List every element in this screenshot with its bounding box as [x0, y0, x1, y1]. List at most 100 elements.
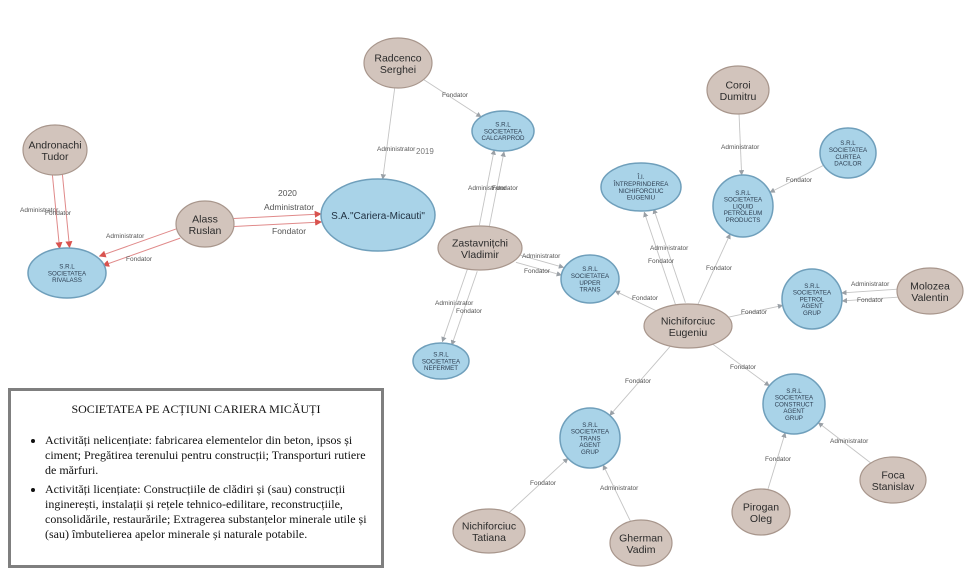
- edge-nichiforciuc_e-trans-fondator: Fondator: [609, 345, 671, 416]
- edge-label-administrator: Administrator: [721, 144, 760, 151]
- edge-label-administrator: Administrator: [264, 202, 314, 212]
- edge-label-fondator: Fondator: [272, 226, 306, 236]
- node-shape: [762, 373, 826, 435]
- edge-label-administrator: Administrator: [650, 245, 689, 252]
- edge-line: [51, 175, 63, 250]
- edge-label-administrator: Administrator: [851, 281, 890, 288]
- node-shape: [600, 162, 682, 212]
- edge-molozea-petrol-administrator: Administrator: [841, 281, 898, 304]
- edge-nichiforciuc_t-trans-fondator: Fondator: [508, 457, 569, 514]
- node-shape: [320, 178, 436, 252]
- node-shape: [781, 268, 843, 330]
- edge-zastavnitchi-upper-fondator: Fondator: [515, 261, 562, 277]
- node-shape: [609, 519, 673, 567]
- edge-label-administrator: Administrator: [377, 146, 416, 153]
- edge-label-administrator: Administrator: [20, 207, 59, 214]
- node-shape: [437, 225, 523, 271]
- edge-line: [380, 87, 396, 180]
- edge-line: [441, 267, 469, 343]
- edge-line: [515, 261, 562, 277]
- edge-radcenco-calcarprod-fondator: Fondator: [423, 79, 482, 118]
- edge-label-fondator: Fondator: [45, 210, 72, 217]
- list-item-licensed: Activități licențiate: Construcțiile de …: [45, 482, 367, 542]
- node-shape: [559, 407, 621, 469]
- edge-label-fondator: Fondator: [706, 265, 733, 272]
- edge-label-administrator: Administrator: [830, 438, 869, 445]
- edge-line: [423, 79, 482, 118]
- edge-label-fondator: Fondator: [857, 297, 884, 304]
- edge-label-fondator: Fondator: [741, 309, 768, 316]
- edge-label-fondator: Fondator: [765, 456, 792, 463]
- node-label: S.A."Cariera-Micauti": [331, 211, 425, 222]
- node-shape: [819, 127, 877, 179]
- edge-zastavnitchi-calcarprod-fondator: Fondator: [488, 151, 519, 228]
- edge-line: [817, 422, 872, 464]
- node-shape: [412, 342, 470, 380]
- edge-label-fondator: Fondator: [442, 92, 469, 99]
- year-note-2019: 2019: [416, 147, 434, 156]
- edge-andronachi-rivalass-fondator: Fondator: [45, 175, 72, 250]
- node-shape: [560, 254, 620, 304]
- edge-coroi-liquid-administrator: Administrator: [721, 113, 760, 176]
- node-shape: [712, 174, 774, 238]
- edge-line: [602, 464, 631, 522]
- edge-zastavnitchi-upper-administrator: Administrator: [517, 253, 565, 269]
- info-box: SOCIETATEA PE ACȚIUNI CARIERA MICĂUȚI Ac…: [8, 388, 384, 568]
- edge-line: [767, 432, 787, 490]
- node-carieramicauti[interactable]: S.A."Cariera-Micauti": [320, 178, 436, 252]
- edge-nichiforciuc_e-construct-fondator: Fondator: [712, 343, 770, 387]
- edge-label-administrator: Administrator: [106, 233, 145, 240]
- edge-nichiforciuc_e-petrol-fondator: Fondator: [728, 303, 784, 318]
- edge-label-fondator: Fondator: [492, 185, 519, 192]
- edge-label-administrator: Administrator: [435, 300, 474, 307]
- node-shape: [706, 65, 770, 115]
- edge-line: [614, 290, 657, 312]
- edge-line: [712, 343, 770, 387]
- edge-pirogan-construct-fondator: Fondator: [765, 432, 792, 490]
- edge-label-fondator: Fondator: [786, 177, 813, 184]
- edge-andronachi-rivalass-administrator: Administrator: [20, 174, 73, 249]
- edge-zastavnitchi-calcarprod-administrator: Administrator: [468, 149, 507, 226]
- edge-line: [450, 271, 478, 346]
- edge-line: [643, 211, 677, 307]
- edge-line: [738, 113, 745, 176]
- edge-label-fondator: Fondator: [126, 256, 153, 263]
